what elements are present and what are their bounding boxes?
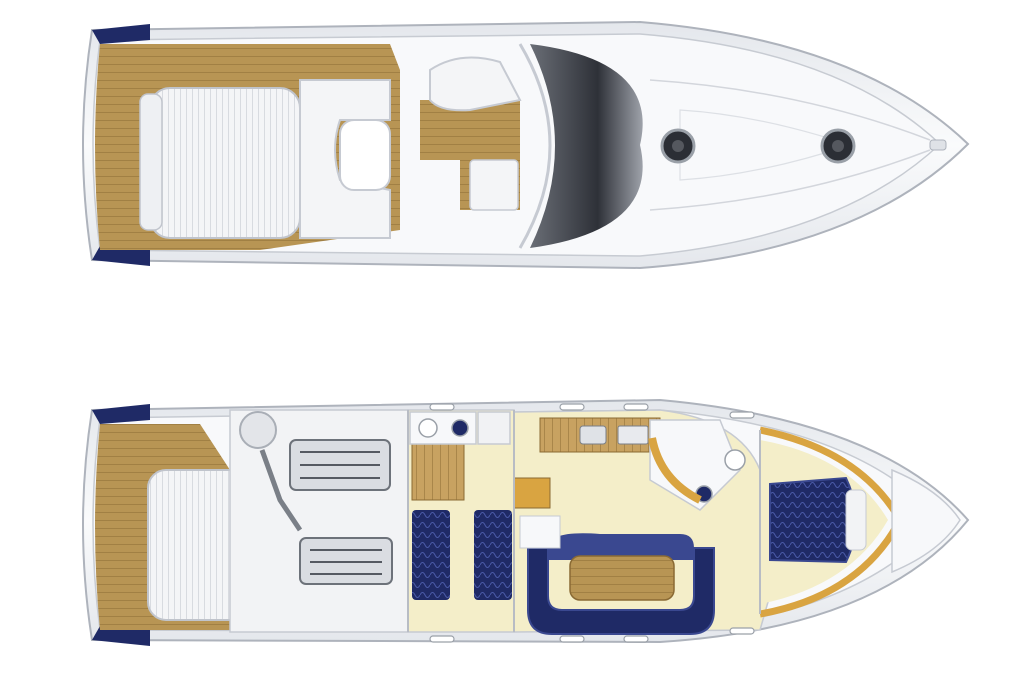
vberth (769, 476, 857, 564)
wood-partition (648, 437, 702, 504)
shower-stall (477, 411, 511, 445)
galley-sink-icon (579, 425, 607, 445)
single-berth (474, 510, 512, 600)
toilet-icon (724, 449, 746, 471)
saloon-settee-back (548, 533, 694, 560)
helm-seat (429, 56, 522, 112)
porthole-icon (660, 128, 696, 164)
toilet-icon (418, 418, 438, 438)
forepeak (891, 468, 961, 574)
forward-heads (649, 419, 741, 511)
portlight-row-top (429, 403, 755, 419)
exhaust-pipe (259, 449, 303, 532)
engine-icon (289, 439, 391, 491)
companionway-steps (519, 515, 561, 549)
cabin-wardrobe (411, 443, 465, 501)
foredeck-line-bottom (649, 149, 931, 211)
windscreen (530, 44, 643, 248)
vberth-pillow (845, 489, 867, 551)
lower-deck-plan (82, 398, 970, 646)
portlight-row-bottom (429, 627, 755, 643)
tank-icon (239, 411, 277, 449)
transom-corner-bottom (92, 246, 150, 266)
helm-console (469, 159, 519, 211)
single-berth (412, 510, 450, 600)
transom-corner-bottom (92, 626, 150, 646)
foredeck-line-top (649, 79, 931, 141)
saloon-step (513, 477, 551, 509)
saloon-table (569, 555, 675, 601)
engine-icon (299, 537, 393, 585)
bow-fitting (929, 139, 947, 151)
hob-icon (617, 425, 649, 445)
transom-corner-top (92, 404, 150, 424)
porthole-icon (820, 128, 856, 164)
sink-icon (451, 419, 469, 437)
sunpad-headrest (139, 93, 163, 231)
windscreen-frame (518, 43, 552, 249)
cockpit-table (339, 119, 391, 191)
transom-corner-top (92, 24, 150, 44)
deck-plan (82, 20, 970, 270)
sunpad (149, 87, 301, 239)
